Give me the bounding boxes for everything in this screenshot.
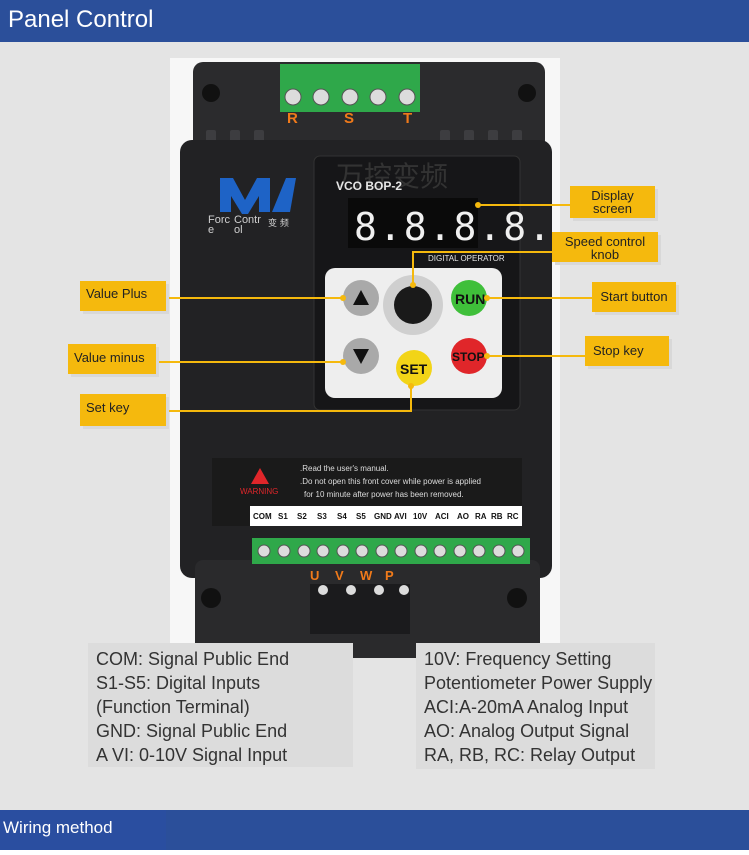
callout-speed-knob: Speed control knob [552,232,658,262]
callout-knob-line-2: knob [590,247,620,262]
value-plus-button[interactable] [343,280,379,316]
panel-watermark: 万控变频 [336,160,448,193]
legend-left: COM: Signal Public End S1-S5: Digital In… [88,643,353,767]
output-label-u: U [310,568,319,583]
page-title: Panel Control [8,6,154,33]
legend-left-line: (Function Terminal) [96,697,250,717]
control-terminal-block [252,538,530,564]
warning-label: WARNING [240,487,278,496]
stop-button-label: STOP [452,350,484,364]
terminal-s5: S5 [356,512,366,521]
legend-right-line: RA, RB, RC: Relay Output [424,745,636,765]
terminal-s2: S2 [297,512,307,521]
run-button[interactable]: RUN [451,280,487,316]
brand-logo [220,178,296,214]
warning-line-1: .Read the user's manual. [300,464,389,473]
brand-text-1: Forc [208,214,231,226]
stop-button[interactable]: STOP [451,338,487,374]
legend-right-line: ACI:A-20mA Analog Input [424,697,629,717]
legend-left-line: S1-S5: Digital Inputs [96,673,261,693]
set-button-label: SET [400,361,428,377]
section-tab [0,810,166,850]
terminal-label-s: S [344,110,354,127]
callout-display-line-1: Display [591,188,634,203]
top-terminal-block [280,64,420,112]
legend-right-line: AO: Analog Output Signal [424,721,630,741]
terminal-gnd: GND [374,512,392,521]
callout-value-plus: Value Plus [80,281,166,311]
brand-text-4: ol [234,224,243,236]
callout-stop-key: Stop key [585,336,669,366]
output-label-p: P [385,568,394,583]
control-terminal-labels: COM S1 S2 S3 S4 S5 GND AVI 10V ACI AO RA… [250,506,522,526]
terminal-ra: RA [475,512,487,521]
terminal-s4: S4 [337,512,347,521]
legend-left-line: COM: Signal Public End [96,649,290,669]
warning-line-3: for 10 minute after power has been remov… [304,490,464,499]
callout-plus-text: Value Plus [86,286,148,301]
model-label: VCO BOP-2 [336,179,402,193]
callout-set-text: Set key [86,400,130,415]
terminal-aci: ACI [435,512,449,521]
output-terminal-block [310,584,410,634]
seven-segment-display: 8.8.8.8. [354,205,553,249]
callout-stop-text: Stop key [593,343,644,358]
legend-right: 10V: Frequency Setting Potentiometer Pow… [416,643,655,769]
brand-text-2: e [208,224,214,236]
callout-set-key: Set key [80,394,166,426]
terminal-ao: AO [457,512,469,521]
brand-text-3: Contr [234,214,261,226]
terminal-label-r: R [287,110,298,127]
callout-start-text: Start button [600,289,668,304]
terminal-rc: RC [507,512,519,521]
terminal-s1: S1 [278,512,288,521]
callout-minus-text: Value minus [74,350,145,365]
section-title: Wiring method [3,818,113,837]
digital-operator-label: DIGITAL OPERATOR [428,254,505,263]
set-button[interactable]: SET [396,350,432,386]
terminal-avi: AVI [394,512,407,521]
value-minus-button[interactable] [343,338,379,374]
speed-control-knob[interactable] [383,275,443,335]
terminal-com: COM [253,512,272,521]
legend-left-line: GND: Signal Public End [96,721,288,741]
run-button-label: RUN [455,291,485,307]
legend-left-line: A VI: 0-10V Signal Input [96,745,288,765]
legend-right-line: Potentiometer Power Supply [424,673,653,693]
callout-start-button: Start button [592,282,676,312]
bottom-strip [0,850,749,855]
terminal-rb: RB [491,512,503,521]
inverter-device: R S T Forc e Contr ol 变 频 万控变频 VCO BOP-2… [155,58,592,658]
section-header-wiring: Wiring method [0,810,749,850]
page-header: Panel Control [0,0,749,42]
brand-cjk: 变 频 [268,217,289,229]
callout-display-screen: Display screen [570,186,655,218]
terminal-10v: 10V [413,512,428,521]
warning-line-2: .Do not open this front cover while powe… [300,477,481,486]
callout-knob-line-1: Speed control [564,234,646,249]
callout-value-minus: Value minus [68,344,156,374]
output-label-w: W [360,568,373,583]
callout-display-line-2: screen [592,201,633,216]
output-label-v: V [335,568,344,583]
terminal-label-t: T [403,110,412,127]
terminal-s3: S3 [317,512,327,521]
legend-right-line: 10V: Frequency Setting [424,649,612,669]
